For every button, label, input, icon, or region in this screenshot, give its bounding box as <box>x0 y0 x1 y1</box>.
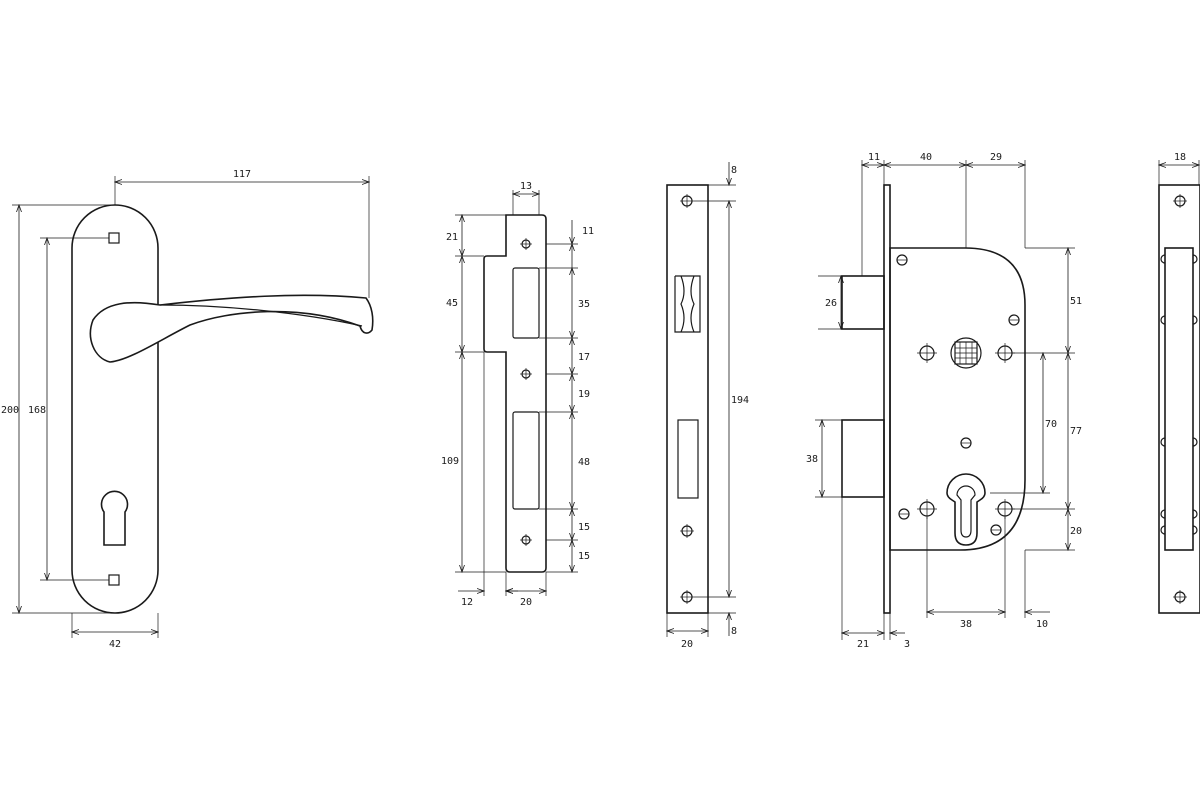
dim-faceplate-bottom: 8 <box>731 626 737 637</box>
dim-lock-right-upper: 51 <box>1070 296 1082 307</box>
handle-lever <box>89 294 374 363</box>
handle-lever-edge <box>159 304 363 327</box>
dim-lock-bottom-c: 10 <box>1036 619 1048 630</box>
dim-handle-width: 42 <box>109 639 121 650</box>
dim-lock-top-b: 40 <box>920 152 932 163</box>
lock-small-screw-1 <box>896 254 908 266</box>
dim-lock-top-c: 29 <box>990 152 1002 163</box>
strike-plate-outline <box>483 214 547 573</box>
strike-screw-3 <box>520 534 532 546</box>
lock-case <box>889 247 1026 551</box>
lock-mount-hole-1 <box>917 343 937 363</box>
lock-body-view: 11 40 29 26 38 51 70 77 20 <box>806 152 1082 650</box>
faceplate-screw-2 <box>680 524 694 538</box>
dim-faceplate-width: 20 <box>681 639 693 650</box>
lock-faceplate-edge <box>883 184 891 614</box>
dim-strike-seg-g: 15 <box>578 551 590 562</box>
lock-dead-bolt <box>841 419 885 498</box>
dim-handle-height: 200 <box>1 405 19 416</box>
dim-lock-spacing: 70 <box>1045 419 1057 430</box>
dim-strike-notch: 45 <box>446 298 458 309</box>
lock-cylinder-inner <box>956 485 976 538</box>
dim-faceplate-length: 194 <box>731 395 749 406</box>
dim-strike-lower: 109 <box>441 456 459 467</box>
lock-cylinder-hole <box>946 473 986 546</box>
dim-lock-backset: 38 <box>960 619 972 630</box>
strike-bolt-slot <box>512 411 540 510</box>
dim-strike-seg-c: 17 <box>578 352 590 363</box>
faceplate-screw-3 <box>680 590 694 604</box>
side-screw-bottom <box>1173 590 1187 604</box>
side-screw-top <box>1173 194 1187 208</box>
lock-small-screw-2 <box>1008 314 1020 326</box>
faceplate-latch <box>674 275 701 333</box>
dim-lock-top-a: 11 <box>868 152 880 163</box>
lock-mount-hole-3 <box>917 499 937 519</box>
dim-lock-bottom-a: 21 <box>857 639 869 650</box>
dim-strike-top-width: 13 <box>520 181 532 192</box>
lock-small-screw-4 <box>898 508 910 520</box>
dim-lock-right-lower: 20 <box>1070 526 1082 537</box>
screw-hole-top <box>108 232 120 244</box>
dim-lock-latch: 26 <box>825 298 837 309</box>
handle-backplate <box>71 204 159 614</box>
side-plate-outline <box>1158 184 1200 614</box>
dim-strike-top-offset: 21 <box>446 232 458 243</box>
side-rivets <box>1160 254 1198 535</box>
strike-screw-1 <box>520 238 532 250</box>
dim-lock-bolt: 38 <box>806 454 818 465</box>
faceplate-front-view: 8 194 8 20 <box>667 162 749 650</box>
dim-strike-width: 20 <box>520 597 532 608</box>
screw-hole-bottom <box>108 574 120 586</box>
side-case <box>1164 247 1194 551</box>
lock-small-screw-5 <box>990 524 1002 536</box>
strike-latch-slot <box>512 267 540 339</box>
dim-strike-bottom-offset: 12 <box>461 597 473 608</box>
door-handle-view: 117 200 168 42 <box>1 169 374 650</box>
lock-spindle-hole <box>950 337 982 369</box>
faceplate-bolt-slot <box>677 419 699 499</box>
dim-handle-length: 117 <box>233 169 251 180</box>
dim-strike-seg-e: 48 <box>578 457 590 468</box>
dim-side-width: 18 <box>1174 152 1186 163</box>
lock-small-screw-3 <box>960 437 972 449</box>
faceplate-screw-1 <box>680 194 694 208</box>
lock-latch-bolt <box>841 275 885 330</box>
keyhole <box>100 490 129 546</box>
dim-strike-seg-f: 15 <box>578 522 590 533</box>
dim-strike-seg-b: 35 <box>578 299 590 310</box>
dim-faceplate-top: 8 <box>731 165 737 176</box>
strike-screw-2 <box>520 368 532 380</box>
lock-side-view: 18 <box>1158 152 1200 614</box>
dim-strike-seg-a: 11 <box>582 226 594 237</box>
faceplate-outline <box>666 184 709 614</box>
dim-lock-bottom-b: 3 <box>904 639 910 650</box>
dim-hole-spacing: 168 <box>28 405 46 416</box>
dim-lock-right-mid: 77 <box>1070 426 1082 437</box>
dim-strike-seg-d: 19 <box>578 389 590 400</box>
strike-plate-view: 13 21 45 109 11 35 17 19 48 15 15 <box>441 181 594 608</box>
